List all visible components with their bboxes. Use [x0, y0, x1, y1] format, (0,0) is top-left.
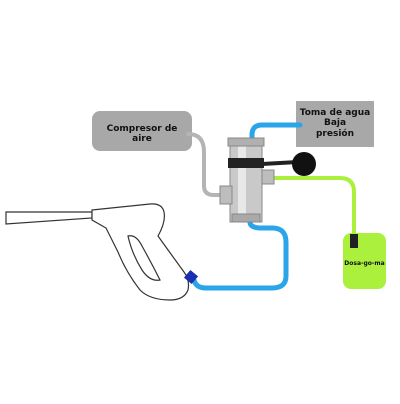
water-intake-box	[296, 101, 374, 147]
gun-outline	[91, 203, 190, 301]
water-hose-inlet	[249, 122, 303, 151]
water-intake-label: Toma de agua Baja presión	[298, 108, 372, 139]
injector-bottom-nut	[231, 213, 261, 223]
dosing-label: Dosa-go-ma	[344, 260, 385, 267]
compressor-box	[92, 111, 192, 151]
gun-trigger	[127, 235, 161, 281]
injector-highlight	[238, 140, 246, 222]
injector-top-cap	[227, 137, 265, 147]
gun-connector	[183, 269, 199, 285]
water-intake-label-line1: Toma de agua	[299, 108, 371, 118]
injector-side-port	[261, 169, 275, 185]
valve-handle-stem	[261, 160, 299, 166]
water-hose-outlet	[191, 219, 289, 291]
spray-lance	[5, 211, 93, 225]
compressor-label: Compresor de aire	[106, 124, 178, 145]
dosing-connector	[350, 234, 358, 248]
water-intake-label-line2: Baja	[323, 118, 347, 129]
injector-clamp	[228, 158, 264, 168]
air-hose	[186, 132, 230, 197]
chemical-hose	[266, 176, 356, 240]
valve-knob	[292, 152, 316, 176]
water-intake-label-line3: presión	[315, 128, 355, 139]
injector-air-port	[219, 185, 233, 205]
